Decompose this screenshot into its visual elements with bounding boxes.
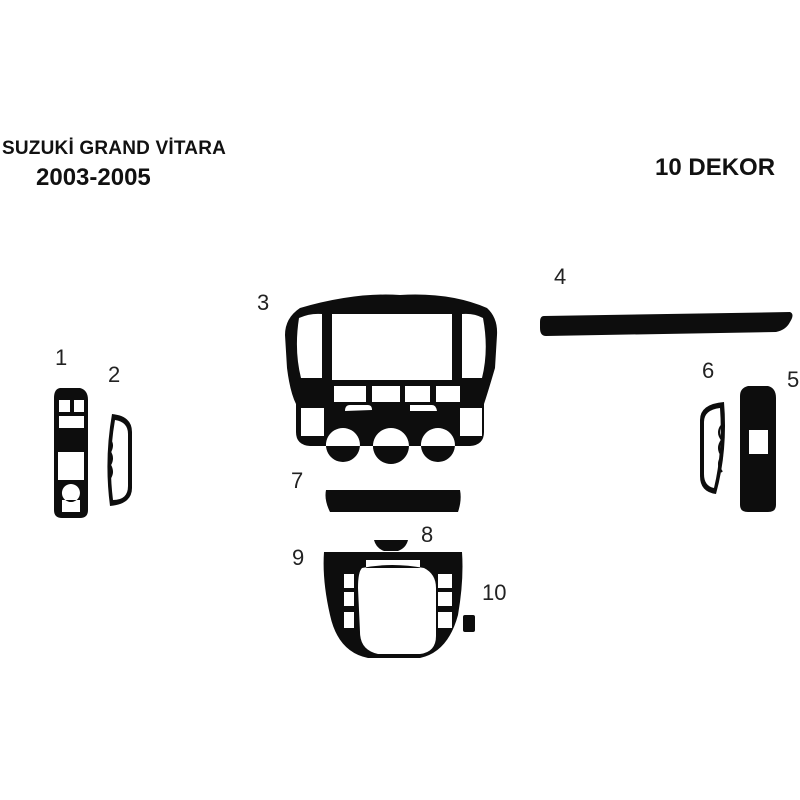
part-label-10: 10 (482, 580, 507, 605)
part-label-3: 3 (257, 290, 270, 315)
part-1-switch-panel (54, 388, 88, 518)
part-5-right-switch-panel (740, 386, 776, 512)
part-2-vent-bezel (107, 414, 132, 506)
part-label-9: 9 (292, 545, 305, 570)
part-label-4: 4 (554, 264, 567, 289)
model-title: SUZUKİ GRAND VİTARA (2, 138, 227, 159)
part-label-1: 1 (55, 345, 68, 370)
part-10-small-button (463, 615, 475, 632)
part-label-2: 2 (108, 362, 121, 387)
part-9-shifter-panel (323, 552, 463, 658)
part-label-8: 8 (421, 522, 434, 547)
part-label-7: 7 (291, 468, 304, 493)
part-label-5: 5 (787, 367, 800, 392)
part-label-6: 6 (702, 358, 715, 383)
part-6-right-vent-bezel (700, 402, 725, 494)
part-4-dash-trim-strip (540, 312, 793, 336)
part-7-console-strip (325, 490, 461, 512)
part-8-small-trim (374, 540, 408, 551)
part-3-center-console-frame (285, 294, 498, 464)
piece-count: 10 DEKOR (655, 154, 776, 181)
year-range: 2003-2005 (36, 164, 151, 191)
